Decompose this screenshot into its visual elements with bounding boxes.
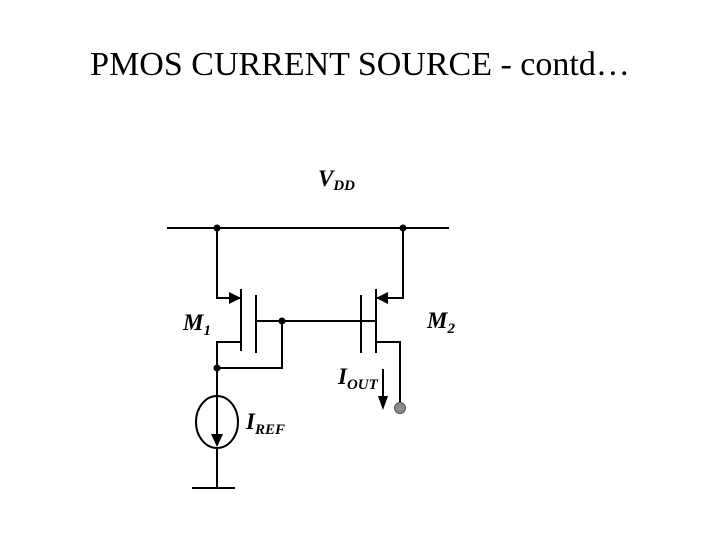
m2-label: M2 (426, 308, 455, 337)
iout-arrow-icon (378, 396, 388, 410)
m1-label: M1 (182, 310, 211, 339)
vdd-label: VDD (318, 166, 355, 194)
slide-title: PMOS CURRENT SOURCE - contd… (90, 46, 630, 83)
m2-source-arrow-icon (376, 292, 388, 304)
iref-label: IREF (245, 409, 285, 438)
junction-dot (278, 317, 286, 325)
m1-source-arrow-icon (229, 292, 241, 304)
junction-dot (213, 224, 221, 232)
iout-label: IOUT (337, 364, 379, 393)
junction-dot (213, 364, 221, 372)
iref-arrow-icon (211, 434, 223, 447)
junction-dot (399, 224, 407, 232)
output-node (394, 402, 406, 414)
